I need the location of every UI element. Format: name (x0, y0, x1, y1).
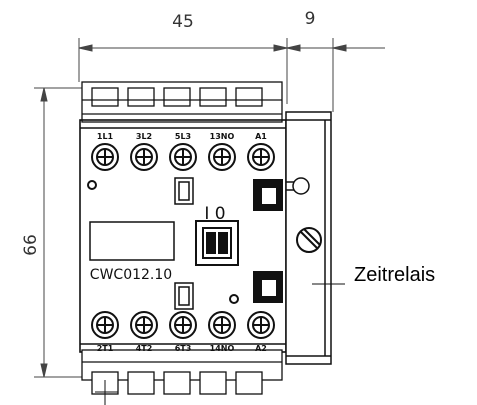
top-terminal-label-1: 1L1 (97, 132, 114, 141)
top-screw-1-icon (91, 143, 119, 171)
bottom-tab-4 (199, 371, 227, 395)
relay-blocks (253, 179, 283, 303)
height-arrow-bottom (40, 363, 48, 378)
bottom-screw-5-icon (247, 311, 275, 339)
width-arrow-right (273, 44, 288, 52)
manual-switch[interactable] (195, 220, 239, 266)
top-terminal-label-3: 5L3 (175, 132, 191, 141)
bottom-terminal-label-5: A2 (255, 344, 267, 353)
depth-arrow-right (332, 44, 347, 52)
depth-dimension (286, 38, 385, 112)
bottom-terminal-label-1: 2T1 (97, 344, 114, 353)
top-terminal-label-4: 13NO (210, 132, 235, 141)
bottom-terminal-tabs (81, 349, 283, 405)
width-dimension (78, 38, 288, 104)
timer-relay-clip (286, 177, 310, 195)
callout-label: Zeitrelais (354, 264, 435, 286)
width-label: 45 (172, 12, 194, 32)
height-arrow-top (40, 87, 48, 102)
bottom-screw-1-icon (91, 311, 119, 339)
model-label: CWC012.10 (90, 267, 172, 283)
height-dimension (34, 87, 96, 378)
top-terminal-label-2: 3L2 (136, 132, 152, 141)
top-tab-3 (163, 87, 191, 107)
timer-relay-knob-icon (296, 227, 322, 253)
mounting-hole-bottom-right (229, 294, 239, 304)
nameplate-area (89, 221, 175, 261)
top-tab-4 (199, 87, 227, 107)
bottom-tab-2 (127, 371, 155, 395)
bottom-terminal-label-3: 6T3 (175, 344, 192, 353)
top-tab-2 (127, 87, 155, 107)
bottom-terminal-label-2: 4T2 (136, 344, 153, 353)
depth-arrow-left (286, 44, 301, 52)
lower-window (174, 282, 194, 310)
top-tab-1 (91, 87, 119, 107)
bottom-screws (91, 311, 275, 339)
bottom-tab-5 (235, 371, 263, 395)
upper-window (174, 177, 194, 205)
height-label: 66 (21, 234, 41, 256)
depth-label: 9 (305, 9, 316, 29)
width-arrow-left (78, 44, 93, 52)
bottom-screw-3-icon (169, 311, 197, 339)
top-terminal-label-5: A1 (255, 132, 267, 141)
bottom-screw-4-icon (208, 311, 236, 339)
switch-indicator: I 0 (204, 204, 225, 224)
top-screws (91, 143, 275, 171)
top-terminal-tabs (81, 81, 283, 123)
bottom-tab-3 (163, 371, 191, 395)
top-screw-5-icon (247, 143, 275, 171)
mounting-hole-top-left (87, 180, 97, 190)
top-screw-4-icon (208, 143, 236, 171)
mounting-holes (87, 180, 239, 304)
top-screw-2-icon (130, 143, 158, 171)
top-screw-3-icon (169, 143, 197, 171)
bottom-screw-2-icon (130, 311, 158, 339)
bottom-terminal-label-4: 14NO (210, 344, 235, 353)
top-tab-5 (235, 87, 263, 107)
